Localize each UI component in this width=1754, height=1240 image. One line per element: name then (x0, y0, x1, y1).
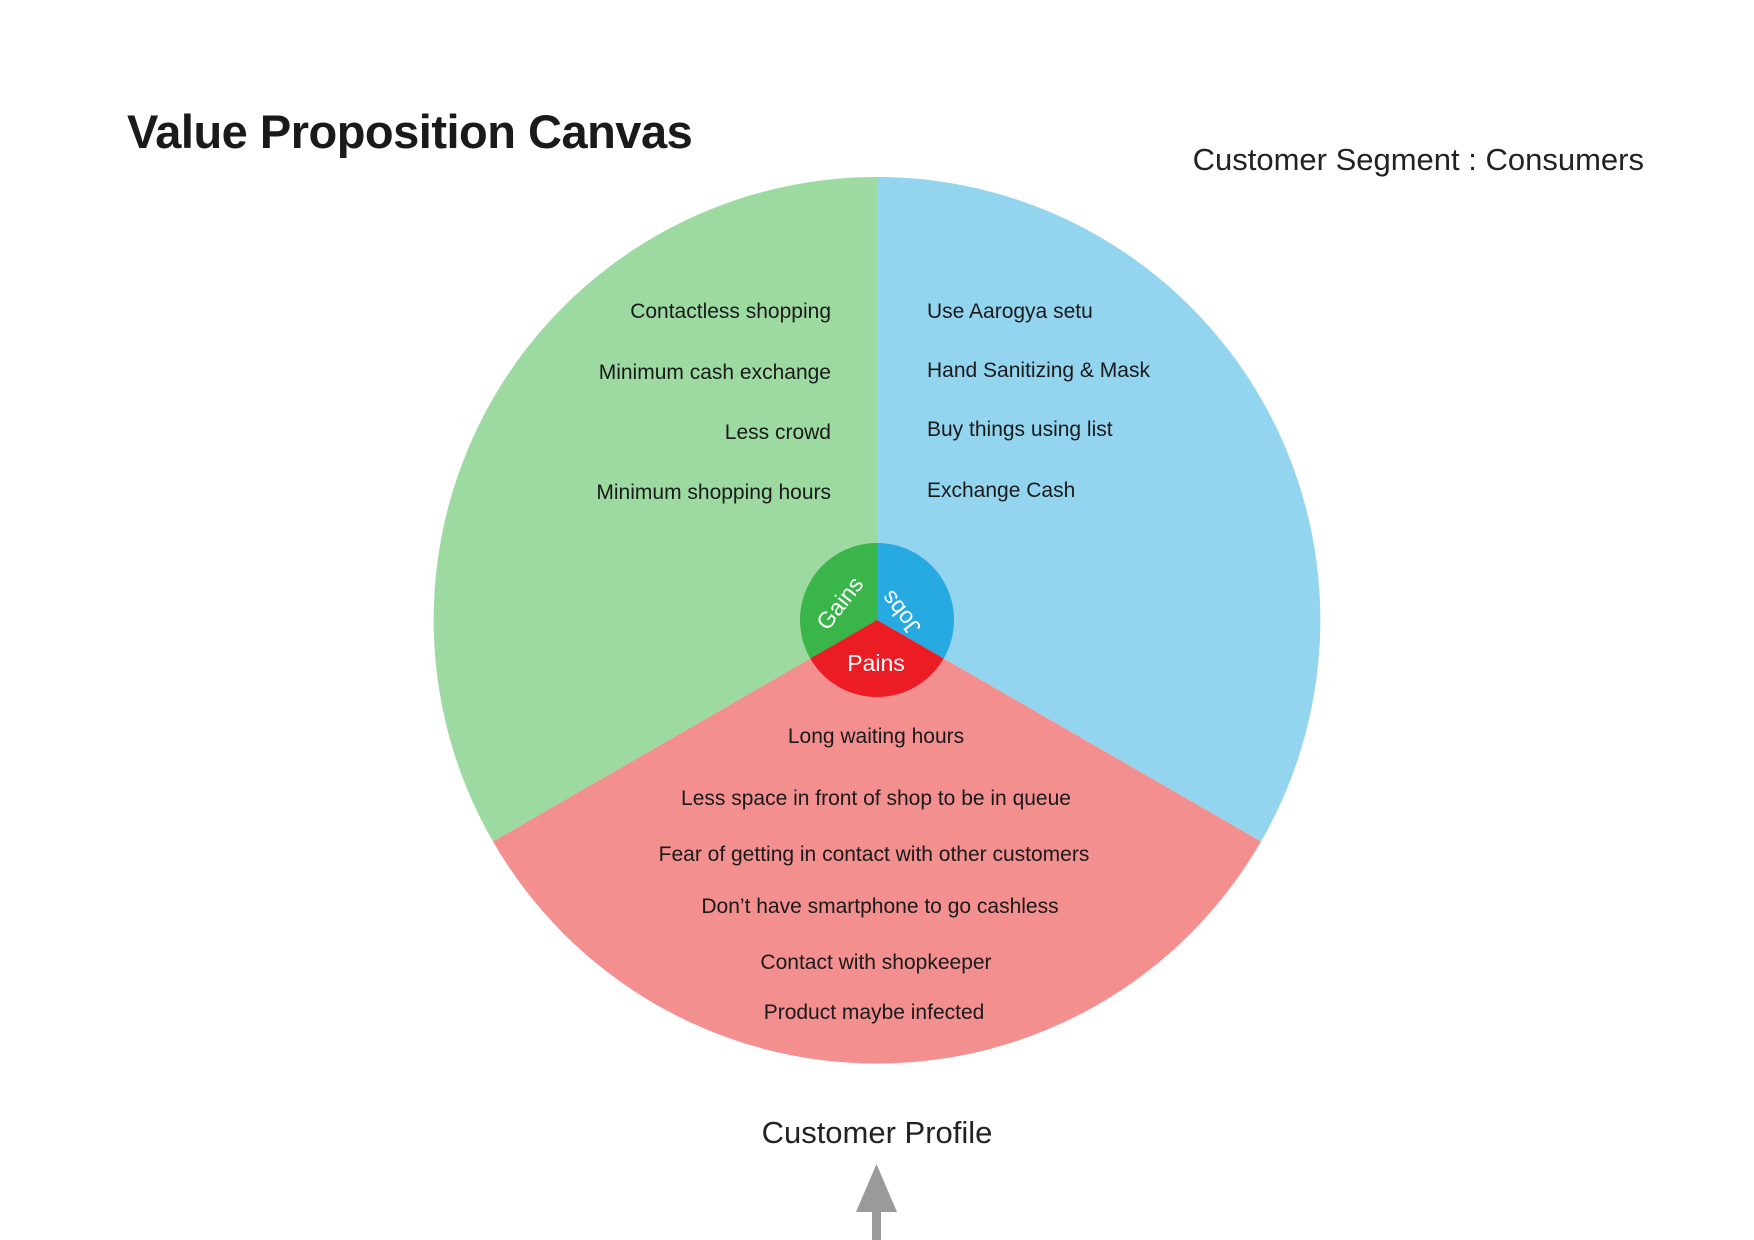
pains-item: Less space in front of shop to be in que… (681, 787, 1071, 810)
jobs-item: Use Aarogya setu (927, 300, 1093, 323)
customer-profile-label: Customer Profile (762, 1115, 993, 1150)
gains-item: Less crowd (725, 421, 831, 444)
up-arrow-icon (856, 1164, 897, 1240)
jobs-item: Buy things using list (927, 418, 1113, 441)
pains-item: Fear of getting in contact with other cu… (659, 843, 1090, 866)
pains-item: Long waiting hours (788, 725, 964, 748)
jobs-hub-segment (877, 543, 955, 659)
jobs-items: Use Aarogya setu Hand Sanitizing & Mask … (927, 300, 1150, 502)
gains-item: Minimum shopping hours (596, 481, 831, 504)
gains-item: Minimum cash exchange (599, 361, 831, 384)
pains-item: Contact with shopkeeper (760, 951, 991, 974)
gains-items: Contactless shopping Minimum cash exchan… (596, 300, 831, 504)
customer-segment-label: Customer Segment : Consumers (1192, 142, 1644, 177)
gains-item: Contactless shopping (630, 300, 831, 323)
pains-hub-label: Pains (847, 650, 905, 676)
jobs-item: Hand Sanitizing & Mask (927, 359, 1150, 382)
pains-item: Don’t have smartphone to go cashless (701, 895, 1058, 918)
jobs-item: Exchange Cash (927, 479, 1075, 502)
jobs-sector (877, 176, 1321, 842)
pains-hub-segment (810, 620, 944, 698)
center-hub: Gains Jobs Pains (799, 543, 955, 698)
gains-sector (433, 176, 877, 842)
pains-item: Product maybe infected (764, 1001, 985, 1024)
gains-hub-segment (799, 543, 877, 659)
page-title: Value Proposition Canvas (127, 105, 693, 158)
pains-sector (493, 620, 1261, 1064)
pains-items: Long waiting hours Less space in front o… (659, 725, 1090, 1024)
